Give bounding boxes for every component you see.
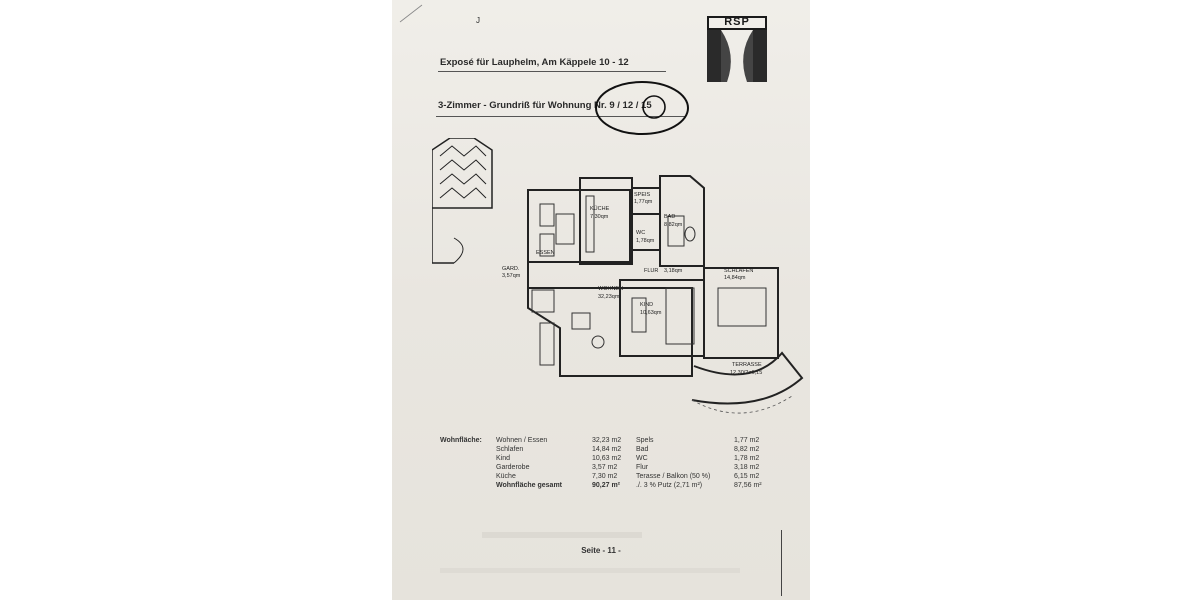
table-row: Wohnfläche gesamt 90,27 m² ./. 3 % Putz … (496, 482, 762, 489)
faded-footer-line (482, 532, 642, 538)
corner-mark: J (476, 16, 480, 25)
faded-footer-line (440, 568, 740, 573)
table-row: Garderobe 3,57 m2 Flur 3,18 m2 (496, 464, 760, 471)
fold-line (781, 530, 782, 596)
room-area-flur: 3,18qm (664, 268, 683, 274)
table-row: Schlafen 14,84 m2 Bad 8,82 m2 (496, 446, 760, 453)
room-label-kind: KIND (640, 302, 653, 308)
room-area-kind: 10,63qm (640, 310, 662, 316)
room-area-wc: 1,78qm (636, 238, 655, 244)
area-table-heading: Wohnfläche: (440, 437, 482, 444)
document-page: J RSP Exposé für Lauphelm, Am Käppele 10… (392, 0, 810, 600)
room-label-flur: FLUR (644, 268, 658, 274)
room-area-schlafen: 14,84qm (724, 275, 746, 281)
table-row: Küche 7,30 m2 Terasse / Balkon (50 %) 6,… (496, 473, 760, 480)
room-label-terrasse: TERRASSE (732, 362, 762, 368)
rsp-logo-icon: RSP (705, 14, 769, 84)
room-label-wc: WC (636, 230, 645, 236)
document-subtitle: 3-Zimmer - Grundriß für Wohnung Nr. 9 / … (438, 100, 652, 111)
room-label-wohnen: WOHNEN (598, 286, 623, 292)
table-row: Kind 10,63 m2 WC 1,78 m2 (496, 455, 760, 462)
floor-plan: KÜCHE 7,30qm SPEIS 1,77qm BAD 8,82qm WC … (432, 138, 804, 414)
room-area-terrasse: 12,30/2=6,15 (730, 370, 762, 376)
room-area-speis: 1,77qm (634, 199, 653, 205)
title-underline (438, 71, 666, 72)
subtitle-underline (436, 116, 686, 117)
room-label-bad: BAD (664, 214, 675, 220)
logo-text: RSP (724, 16, 750, 28)
table-row: Wohnen / Essen 32,23 m2 Spels 1,77 m2 (496, 437, 760, 444)
room-label-schlafen: SCHLAFEN (724, 268, 753, 274)
room-area-kueche: 7,30qm (590, 214, 609, 220)
room-area-bad: 8,82qm (664, 222, 683, 228)
room-label-gard: GARD. (502, 266, 520, 272)
page-number: Seite - 11 - (581, 546, 621, 555)
room-area-wohnen: 32,23qm (598, 294, 620, 300)
handwritten-marks (399, 4, 689, 135)
room-label-speis: SPEIS (634, 192, 651, 198)
room-label-essen: ESSEN (536, 250, 555, 256)
document-title: Exposé für Lauphelm, Am Käppele 10 - 12 (440, 57, 629, 68)
room-label-kueche: KÜCHE (590, 205, 610, 212)
room-area-gard: 3,57qm (502, 273, 521, 279)
rsp-logo-graphic (707, 16, 767, 82)
